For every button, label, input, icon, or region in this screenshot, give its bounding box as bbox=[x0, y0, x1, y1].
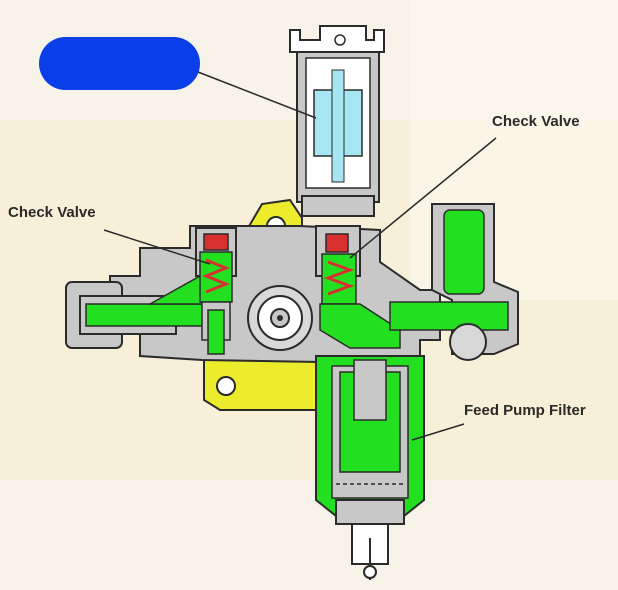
check-valve-left bbox=[195, 227, 237, 355]
leader-line-check-valve-left bbox=[103, 229, 211, 265]
check-valve-right bbox=[315, 225, 401, 349]
solenoid-assembly bbox=[289, 25, 385, 217]
leader-line-filter bbox=[411, 423, 465, 441]
leader-line-solenoid bbox=[197, 71, 317, 119]
redaction-blob bbox=[39, 37, 200, 90]
check-valve-left-label: Check Valve bbox=[8, 204, 96, 221]
leader-line-check-valve-right bbox=[349, 137, 497, 259]
feed-pump-filter-label: Feed Pump Filter bbox=[464, 402, 586, 419]
inlet-fitting bbox=[65, 275, 213, 349]
check-valve-right-label: Check Valve bbox=[492, 113, 580, 130]
outlet-elbow bbox=[389, 203, 519, 361]
feed-pump-filter bbox=[315, 355, 425, 580]
